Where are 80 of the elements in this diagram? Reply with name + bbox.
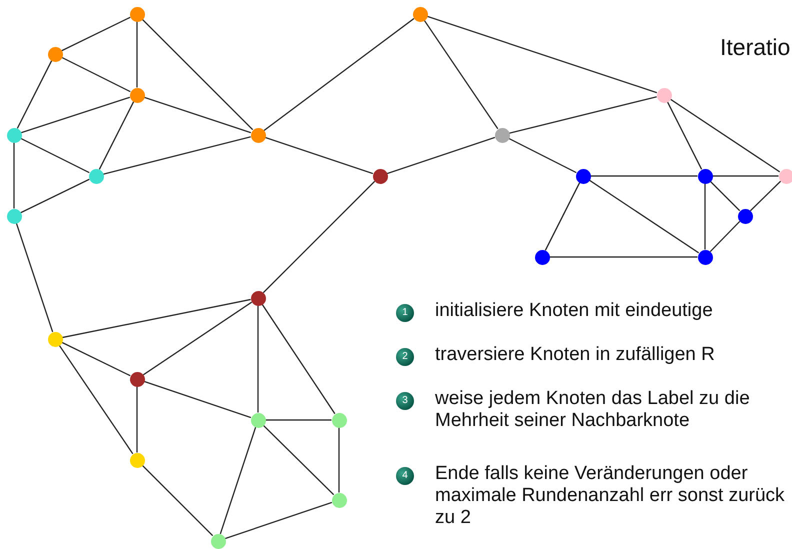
step-number: 2 (396, 348, 414, 366)
graph-edge (386, 136, 496, 174)
graph-node (48, 46, 62, 62)
graph-node (738, 208, 752, 224)
graph-edge (142, 464, 214, 536)
graph-node (130, 88, 144, 102)
graph-edge (424, 20, 498, 130)
graph-node (130, 6, 144, 22)
graph-edge (710, 180, 740, 212)
graph-node (250, 290, 266, 306)
step-number: 4 (396, 467, 414, 485)
graph-node (250, 412, 266, 428)
step-number: 1 (396, 304, 414, 322)
graph-edge (144, 380, 252, 418)
graph-edge (224, 502, 332, 540)
graph-edge (62, 298, 251, 338)
graph-node (130, 452, 144, 468)
graph-node (494, 128, 510, 142)
graph-edge (264, 136, 374, 174)
graph-edge (220, 426, 256, 534)
graph-edge (704, 184, 706, 250)
graph-edge (670, 98, 780, 172)
step-text: Ende falls keine Veränderungen oder maximale Rundenanzahl err sonst zurück zu 2 (435, 463, 786, 529)
graph-edge (750, 180, 782, 212)
graph-edge (144, 96, 252, 134)
graph-edge (262, 180, 376, 294)
graph-node (6, 128, 22, 142)
graph-edge (509, 96, 657, 134)
graph-edge (142, 302, 252, 376)
graph-node (778, 168, 792, 184)
graph-node (48, 332, 62, 346)
graph-edge (98, 101, 134, 170)
graph-edge (20, 178, 90, 214)
graph-node (332, 412, 346, 428)
graph-edge (550, 256, 698, 258)
graph-node (412, 6, 428, 22)
graph-edge (16, 222, 54, 332)
graph-node (698, 168, 712, 184)
graph-edge (666, 101, 702, 170)
graph-edge (544, 182, 580, 251)
graph-edge (103, 136, 251, 175)
graph-node (88, 168, 104, 184)
graph-node (534, 250, 550, 264)
graph-edge (257, 306, 259, 412)
graph-edge (710, 220, 740, 252)
graph-edge (16, 60, 52, 129)
graph-node (656, 88, 672, 102)
graph-edge (262, 304, 336, 414)
step-number: 3 (396, 392, 414, 410)
graph-edge (13, 142, 15, 208)
graph-node (332, 492, 346, 508)
graph-node (6, 208, 22, 224)
graph-edge (508, 138, 577, 174)
graph-node (130, 372, 144, 386)
step-text: weise jedem Knoten das Label zu die Mehrheit seiner Nachbarknote (435, 388, 751, 432)
graph-edge (20, 96, 130, 134)
graph-node (372, 168, 388, 184)
graph-node (698, 250, 712, 264)
graph-node (576, 168, 590, 184)
graph-edge (20, 138, 90, 174)
slide-title: Iteratio (720, 36, 790, 58)
graph-edge (136, 22, 138, 88)
graph-edge (712, 175, 778, 177)
graph-edge (61, 56, 131, 92)
graph-edge (338, 428, 340, 492)
graph-edge (61, 342, 131, 376)
step-text: initialisiere Knoten mit eindeutige (435, 300, 714, 322)
graph-edge (58, 344, 134, 454)
graph-edge (262, 424, 334, 496)
graph-edge (588, 180, 700, 254)
graph-node (250, 128, 266, 142)
graph-edge (266, 419, 332, 421)
graph-edge (426, 16, 658, 94)
graph-edge (264, 18, 414, 131)
graph-edge (590, 175, 698, 177)
graph-edge (61, 16, 131, 52)
graph-edge (136, 386, 138, 452)
graph-edge (142, 18, 254, 130)
graph-node (210, 534, 226, 548)
step-text: traversiere Knoten in zufälligen R (435, 344, 716, 366)
